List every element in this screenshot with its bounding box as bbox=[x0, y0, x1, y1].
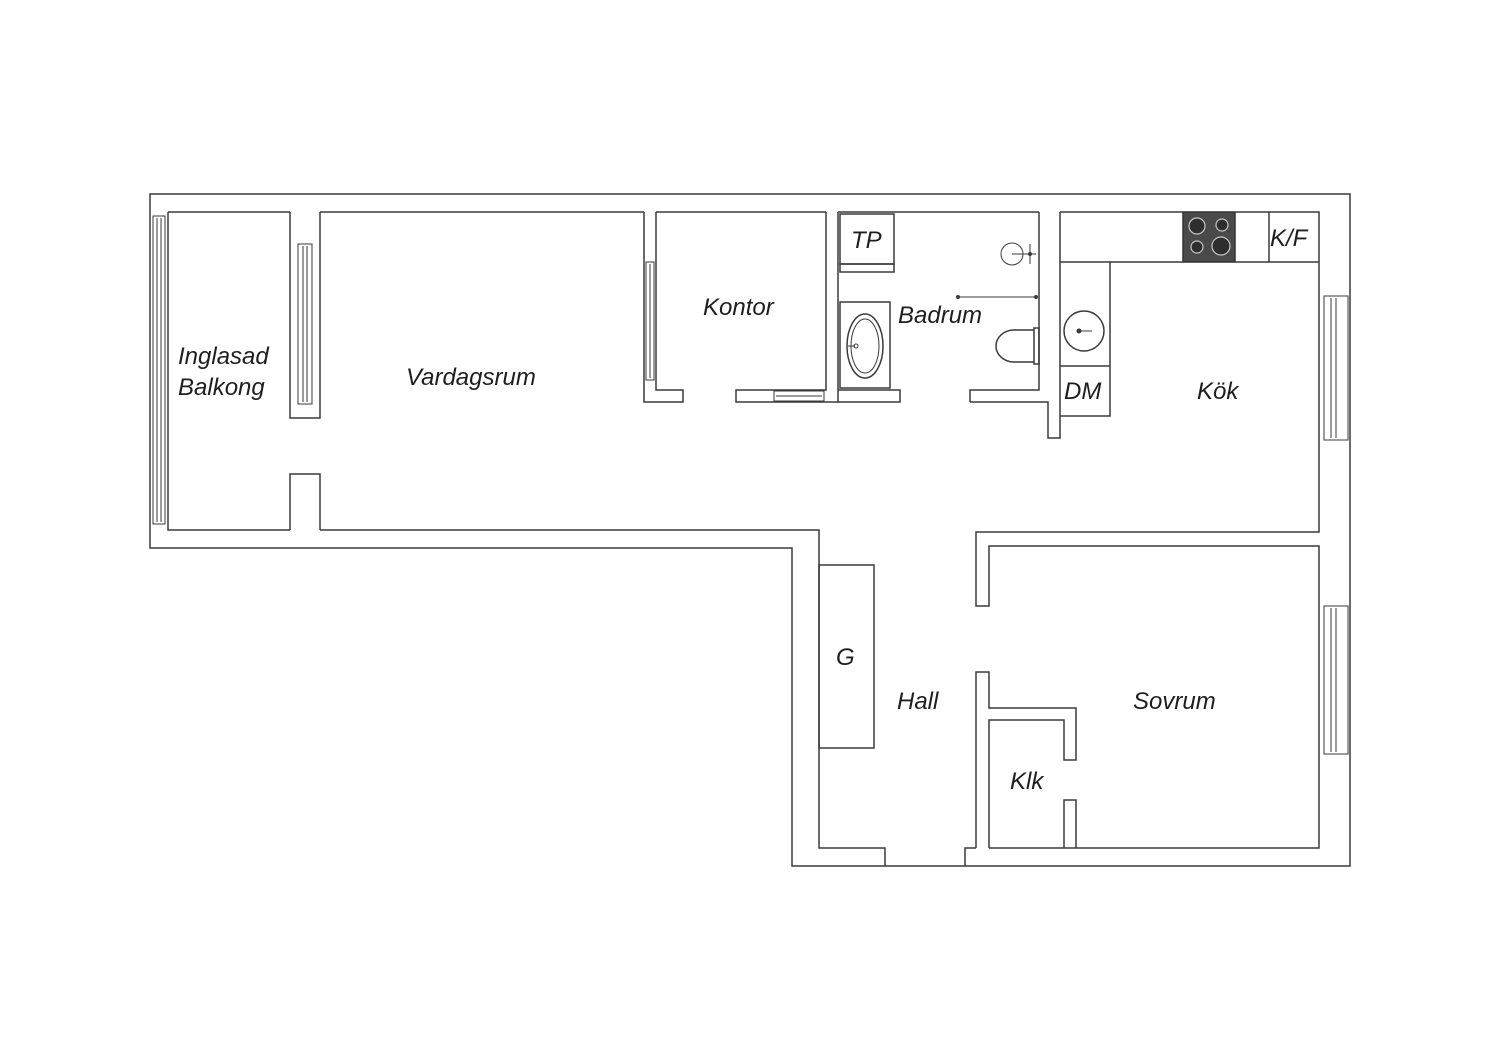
window-icon bbox=[152, 215, 166, 525]
room-label-bathroom: Badrum bbox=[898, 302, 982, 329]
room-labels: Inglasad Balkong Vardagsrum Kontor TP Ba… bbox=[178, 225, 1309, 795]
stove-icon bbox=[1182, 211, 1236, 263]
room-label-kitchen: Kök bbox=[1197, 378, 1240, 405]
wardrobe bbox=[818, 564, 875, 749]
outer-walls bbox=[149, 193, 1351, 867]
basin-icon bbox=[839, 301, 891, 389]
room-label-closet: Klk bbox=[1010, 768, 1045, 795]
window-icon bbox=[1323, 605, 1349, 755]
room-label-hall: Hall bbox=[897, 688, 939, 715]
room-label-dishwasher: DM bbox=[1064, 378, 1101, 405]
inner-wall-outline bbox=[167, 212, 290, 531]
room-label-wardrobe: G bbox=[836, 644, 855, 671]
room-label-office: Kontor bbox=[703, 294, 775, 321]
windows bbox=[152, 215, 1349, 755]
shower-icon bbox=[956, 242, 1038, 299]
office-walls bbox=[643, 212, 839, 403]
bedroom-walls bbox=[975, 671, 1077, 848]
balcony-partition bbox=[289, 212, 321, 530]
toilet-icon bbox=[995, 327, 1040, 365]
room-label-balcony-1: Inglasad bbox=[178, 343, 269, 370]
washer-unit bbox=[839, 213, 895, 273]
room-label-balcony-2: Balkong bbox=[178, 374, 265, 401]
room-label-washer: TP bbox=[851, 227, 882, 254]
room-label-living: Vardagsrum bbox=[406, 364, 536, 391]
room-label-fridge: K/F bbox=[1270, 225, 1309, 252]
room-label-bedroom: Sovrum bbox=[1133, 688, 1216, 715]
bathroom-walls bbox=[838, 212, 1061, 439]
sink-icon bbox=[1063, 310, 1105, 352]
window-icon bbox=[1323, 295, 1349, 441]
